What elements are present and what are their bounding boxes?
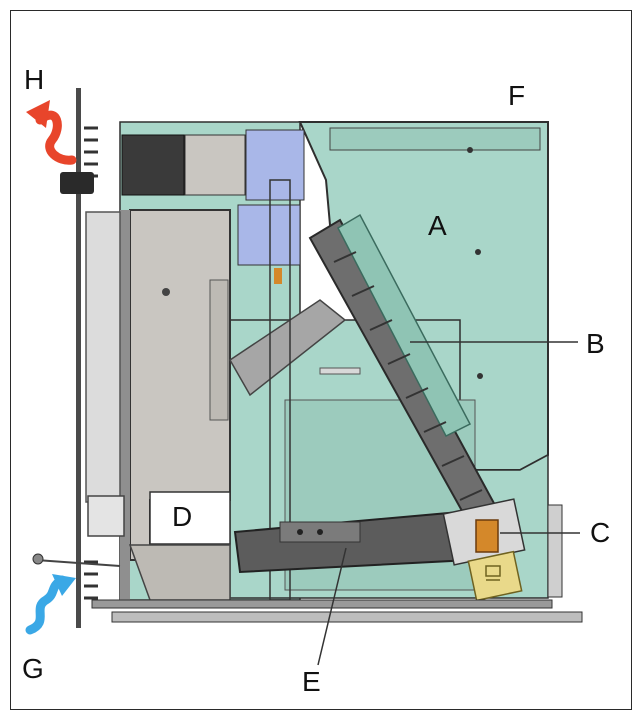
label-b: B [586, 328, 605, 359]
gear-motor [442, 498, 526, 602]
feed-auger [308, 213, 504, 538]
hot-air-arrow-icon [35, 110, 77, 165]
label-h: H [24, 64, 45, 95]
label-f: F [508, 80, 526, 111]
hot-air-arrowhead-icon [26, 100, 50, 128]
label-g: G [22, 653, 44, 684]
sensor [274, 268, 282, 284]
base-rail [91, 599, 553, 609]
cold-air-arrowhead-icon [52, 574, 76, 596]
air-intake-pipe [35, 559, 121, 567]
blue-fan-housing [245, 129, 305, 201]
baffle [209, 279, 229, 421]
hopper-screw [467, 147, 473, 153]
label-d: D [172, 501, 193, 532]
label-e: E [302, 666, 321, 697]
chamber-wall [120, 210, 130, 600]
hopper-screw [475, 249, 481, 255]
heat-exchanger [85, 211, 121, 503]
tube-bolt [317, 529, 323, 535]
ignition-box [87, 495, 125, 537]
top-vent-grill [84, 126, 98, 178]
diagram-frame [10, 10, 632, 710]
hopper-screw [477, 373, 483, 379]
top-panel [184, 134, 246, 196]
label-c: C [590, 517, 611, 548]
label-a: A [428, 210, 447, 241]
chamber-bolt [162, 288, 170, 296]
air-intake-cap [32, 553, 44, 565]
slot [319, 367, 361, 375]
rear-wall [76, 88, 81, 628]
fan-motor [60, 172, 94, 194]
control-box [121, 134, 185, 196]
hopper-lid [329, 127, 541, 151]
cold-air-arrow-icon [25, 575, 67, 635]
tube-bolt [297, 529, 303, 535]
side-bracket [547, 504, 563, 598]
bottom-vent-grill [84, 560, 98, 600]
base-plate [111, 611, 583, 623]
burner-pot [149, 491, 231, 545]
leader-line-e [317, 547, 347, 666]
